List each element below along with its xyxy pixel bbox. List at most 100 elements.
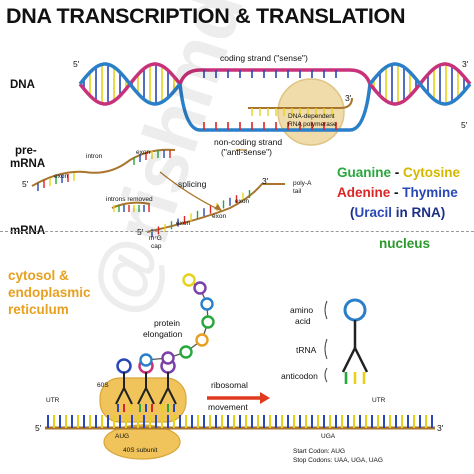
rna-polymerase-blob: [277, 78, 345, 146]
dna-5-prime-top: 5': [73, 59, 80, 69]
legend-dash-2: -: [390, 185, 403, 200]
protein-label-1: protein: [154, 318, 180, 328]
subunit-60s-label: 60S: [97, 382, 109, 389]
amino-acid-label-1: amino: [290, 305, 314, 315]
polymerase-label-1: DNA-dependent: [288, 113, 335, 120]
subunit-40s-label: 40S subunit: [123, 447, 158, 454]
cytosol-label-2: endoplasmic: [8, 285, 91, 300]
non-coding-strand-label-1: non-coding strand: [214, 137, 283, 147]
legend-dash-1: -: [391, 165, 404, 180]
introns-removed-label: introns removed: [106, 196, 153, 203]
page-title: DNA TRANSCRIPTION & TRANSLATION: [6, 4, 406, 28]
amino-acid-label-2: acid: [295, 316, 311, 326]
polya-tail-label-2: tail: [293, 188, 302, 195]
legend-trna-body: [341, 345, 369, 373]
trna-body: [137, 385, 155, 405]
splicing-arrow-head: [214, 204, 222, 211]
legend-row-at: Adenine - Thymine: [337, 186, 458, 200]
anticodon-label: anticodon: [281, 371, 318, 381]
utr-right-label: UTR: [372, 397, 386, 404]
coding-strand-label: coding strand ("sense"): [220, 53, 308, 63]
ribosomal-movement-arrow-head: [260, 392, 270, 404]
polymerase-label-2: RNA polymerase: [288, 121, 337, 128]
polypeptide-chain: [139, 273, 215, 367]
translation-mrna-strand: [45, 415, 435, 430]
pre-mrna-5-prime: 5': [22, 179, 29, 189]
dna-double-helix: [78, 62, 472, 132]
protein-label-2: elongation: [143, 329, 183, 339]
legend-cytosine: Cytosine: [403, 165, 461, 180]
pre-mrna-backbone: [31, 148, 176, 187]
spliced-intron-backbone: [111, 201, 151, 209]
legend-guanine: Guanine: [337, 165, 392, 180]
pre-mrna-strand: [31, 148, 176, 191]
cytosol-label-3: reticulum: [8, 302, 69, 317]
cytosol-label-1: cytosol &: [8, 268, 69, 283]
translation-3-prime: 3': [437, 423, 444, 433]
process-arrows: [159, 149, 270, 404]
nucleus-label: nucleus: [379, 236, 431, 251]
nucleus-cytosol-divider: [0, 231, 474, 232]
pre-mrna-intron: intron: [86, 153, 103, 160]
non-coding-strand-label-2: ("anti-sense"): [221, 147, 272, 157]
mrna-backbone: [146, 183, 285, 233]
dna-strand-right-b: [368, 62, 472, 106]
mrna-3-prime: 3': [262, 176, 269, 186]
mrna-exon-3: exon: [235, 198, 250, 205]
trna-molecules: [115, 358, 177, 412]
polya-tail-label-1: poly-A: [293, 180, 312, 187]
trna-label: tRNA: [296, 345, 317, 355]
amino-acid-bracket: [324, 300, 328, 320]
mrna-cap-label-2: cap: [151, 243, 162, 250]
amino-acid-bead: [201, 315, 215, 329]
pre-mrna-label-2: mRNA: [10, 158, 46, 170]
legend-in-rna: in RNA): [392, 205, 446, 220]
watermark-text: @rishmd: [72, 0, 260, 325]
mature-mrna-strand: [146, 183, 285, 237]
amino-acid-bead: [139, 353, 153, 367]
mrna-cap-label-1: m⁷G: [149, 235, 162, 242]
trna-amino-acid: [116, 358, 132, 374]
mrna-5-prime: 5': [137, 227, 144, 237]
legend-row-gc: Guanine - Cytosine: [337, 166, 460, 180]
nascent-rna: [248, 97, 353, 109]
amino-acid-bead: [195, 333, 209, 347]
amino-acid-bead: [179, 345, 193, 359]
translation-5-prime: 5': [35, 423, 42, 433]
splicing-arrow: [159, 171, 221, 211]
trna-body: [159, 385, 177, 405]
legend-open-paren: (: [350, 205, 355, 220]
dna-label: DNA: [10, 79, 35, 91]
mrna-exon-2: exon: [212, 213, 227, 220]
amino-acid-bead: [182, 273, 196, 287]
non-coding-strand: [178, 83, 372, 132]
dna-3-prime-mid: 3': [345, 93, 352, 103]
stop-codons-note: Stop Codons: UAA, UGA, UAG: [293, 457, 383, 464]
dna-3-prime-top: 3': [462, 59, 469, 69]
introns-removed-strand: [111, 201, 151, 212]
mrna-exon-1: exon: [176, 220, 191, 227]
amino-acid-bead: [161, 351, 175, 365]
watermark: @rishmd: [72, 0, 260, 325]
pre-mrna-exon-right: exon: [136, 149, 151, 156]
legend-amino-acid-circle: [343, 298, 367, 322]
utr-left-label: UTR: [46, 397, 60, 404]
trna-body: [115, 385, 133, 405]
start-codon-note: Start Codon: AUG: [293, 448, 346, 455]
legend-thymine: Thymine: [402, 185, 458, 200]
stop-codon-uga: UGA: [321, 433, 336, 440]
legend-uracil: Uracil: [354, 205, 393, 220]
trna-legend-diagram: [324, 298, 369, 384]
coding-strand: [178, 68, 372, 85]
pre-mrna-label-1: pre-: [15, 145, 37, 157]
anticodon-bracket: [324, 367, 328, 383]
legend-row-uracil: (Uracil in RNA): [350, 206, 445, 220]
ribosomal-label-2: movement: [208, 402, 248, 412]
amino-acid-bead: [193, 281, 207, 295]
ribosomal-label-1: ribosomal: [211, 380, 248, 390]
legend-adenine: Adenine: [337, 185, 391, 200]
pre-mrna-exon-left: exon: [54, 173, 69, 180]
trna-bracket: [324, 338, 328, 360]
dna-5-prime-mid: 5': [461, 120, 468, 130]
